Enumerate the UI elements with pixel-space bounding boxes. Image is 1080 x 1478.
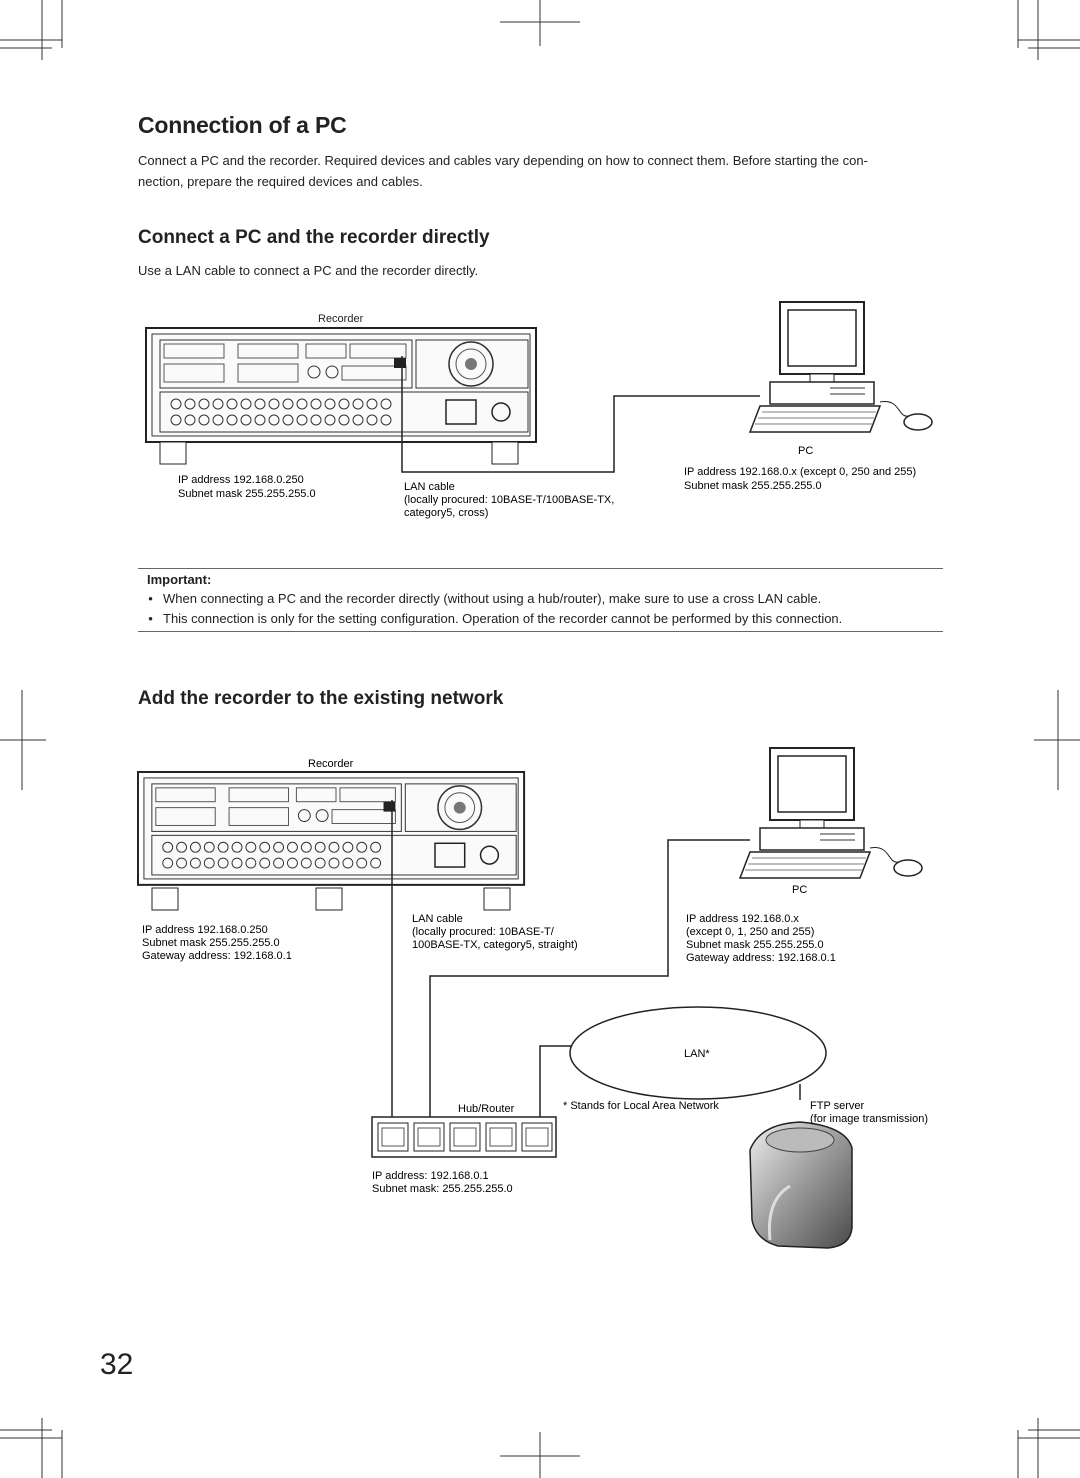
s2-recorder-ip: IP address 192.168.0.250	[142, 924, 268, 936]
ftp-server-icon	[749, 1121, 853, 1249]
page-number: 32	[100, 1348, 134, 1381]
s1-pc-ip: IP address 192.168.0.x (except 0, 250 an…	[684, 466, 916, 478]
important-item-2-text: This connection is only for the setting …	[163, 611, 843, 626]
s2-recorder-foot-right	[483, 887, 511, 911]
s2-recorder-label: Recorder	[308, 758, 354, 770]
hub-label: Hub/Router	[458, 1103, 515, 1115]
s1-pc-icon	[749, 301, 933, 433]
ftp-label: FTP server	[810, 1100, 865, 1112]
s2-cable-label: LAN cable	[412, 913, 463, 925]
s1-pc-label: PC	[798, 445, 813, 457]
s1-lan-cable-line	[401, 356, 760, 473]
s2-lan-cable-pc	[429, 839, 750, 1125]
s1-pc-mask: Subnet mask 255.255.255.0	[684, 480, 822, 492]
s1-recorder-foot-left	[159, 441, 187, 465]
lan-note: * Stands for Local Area Network	[563, 1100, 719, 1112]
s2-recorder-foot-mid	[315, 887, 343, 911]
s1-recorder-foot-right	[491, 441, 519, 465]
hub-ports	[377, 1122, 553, 1152]
s2-pc-gateway: Gateway address: 192.168.0.1	[686, 952, 836, 964]
s2-pc-mask: Subnet mask 255.255.255.0	[686, 939, 824, 951]
section2-heading: Add the recorder to the existing network	[138, 688, 504, 709]
s1-recorder-label: Recorder	[318, 313, 364, 325]
s2-cable-detail-1: (locally procured: 10BASE-T/	[412, 926, 555, 938]
ftp-detail: (for image transmission)	[810, 1113, 928, 1125]
section1-description: Use a LAN cable to connect a PC and the …	[138, 263, 479, 278]
s2-recorder-mask: Subnet mask 255.255.255.0	[142, 937, 280, 949]
direct-connection-diagram: Recorder PC IP address 192.168.0.x (exce…	[145, 301, 933, 519]
intro-line-2: nection, prepare the required devices an…	[138, 174, 423, 189]
hub-mask: Subnet mask: 255.255.255.0	[372, 1183, 513, 1195]
s2-recorder-gateway: Gateway address: 192.168.0.1	[142, 950, 292, 962]
important-box: Important: •When connecting a PC and the…	[138, 568, 943, 632]
hub-ip: IP address: 192.168.0.1	[372, 1170, 489, 1182]
s2-pc-label: PC	[792, 884, 807, 896]
s2-cable-detail-2: 100BASE-TX, category5, straight)	[412, 939, 578, 951]
important-item-1-text: When connecting a PC and the recorder di…	[163, 591, 822, 606]
s2-recorder-icon	[137, 771, 526, 886]
s2-recorder-foot-left	[151, 887, 179, 911]
s1-recorder-mask: Subnet mask 255.255.255.0	[178, 488, 316, 500]
s1-cable-detail-1: (locally procured: 10BASE-T/100BASE-TX,	[404, 494, 614, 506]
lan-label: LAN*	[684, 1048, 710, 1060]
s1-cable-label: LAN cable	[404, 481, 455, 493]
important-item-1: •When connecting a PC and the recorder d…	[148, 591, 822, 606]
s1-cable-detail-2: category5, cross)	[404, 507, 488, 519]
s2-pc-ip: IP address 192.168.0.x	[686, 913, 799, 925]
network-connection-diagram: Recorder LAN* IP address 192.168.0.250 S…	[137, 747, 928, 1249]
s2-pc-icon	[739, 747, 923, 879]
intro-text: Connect a PC and the recorder. Required …	[138, 150, 943, 192]
section1-heading: Connect a PC and the recorder directly	[138, 227, 490, 248]
page-title: Connection of a PC	[138, 112, 347, 138]
s2-lan-cable-hub	[539, 1045, 576, 1125]
s1-recorder-icon	[145, 327, 537, 443]
important-item-2: •This connection is only for the setting…	[148, 611, 843, 626]
important-title: Important:	[147, 572, 212, 587]
s2-pc-except: (except 0, 1, 250 and 255)	[686, 926, 814, 938]
intro-line-1: Connect a PC and the recorder. Required …	[138, 153, 868, 168]
lan-cloud	[569, 1006, 827, 1100]
s1-recorder-ip: IP address 192.168.0.250	[178, 474, 304, 486]
